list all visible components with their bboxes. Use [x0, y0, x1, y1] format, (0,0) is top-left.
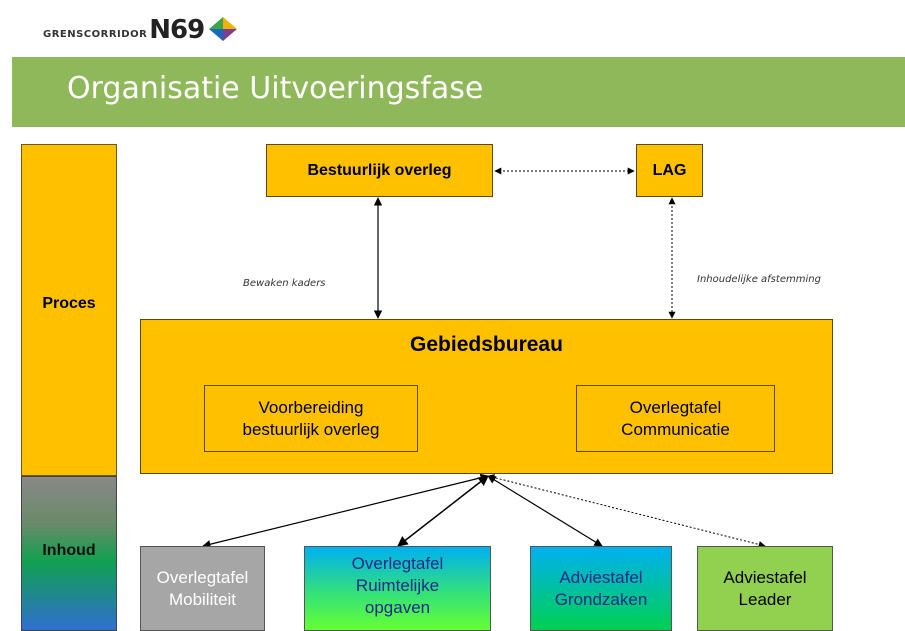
leader-line-1: Adviestafel: [723, 568, 807, 587]
ruimtelijk-line-1: Overlegtafel: [351, 554, 444, 573]
voorbereiding-line-2: bestuurlijk overleg: [242, 419, 380, 439]
connector-to-grondzaken: [487, 475, 603, 547]
connector-to-ruimtelijk: [397, 475, 489, 547]
node-communicatie: Overlegtafel Communicatie: [576, 385, 775, 452]
logo-text-big: N69: [149, 15, 205, 45]
grondzaken-line-2: Grondzaken: [554, 590, 648, 609]
ruimtelijk-line-3: opgaven: [364, 598, 431, 617]
edge-label-inhoudelijk: Inhoudelijke afstemming: [697, 274, 821, 285]
connector-to-mobiliteit: [202, 473, 489, 549]
node-grondzaken: Adviestafel Grondzaken: [530, 546, 672, 631]
communicatie-line-2: Communicatie: [621, 419, 730, 439]
mobiliteit-line-1: Overlegtafel: [156, 568, 249, 587]
node-bestuurlijk-label: Bestuurlijk overleg: [307, 161, 452, 179]
inhoud-label: Inhoud: [42, 542, 96, 559]
title-banner: Organisatie Uitvoeringsfase: [12, 57, 905, 127]
node-ruimtelijk: Overlegtafel Ruimtelijke opgaven: [304, 546, 491, 631]
connector-to-leader: [487, 474, 766, 548]
gebiedsbureau-label: Gebiedsbureau: [410, 333, 563, 356]
mobiliteit-line-2: Mobiliteit: [168, 590, 237, 609]
logo-mark-icon: [209, 17, 238, 41]
grondzaken-line-1: Adviestafel: [559, 568, 643, 587]
ruimtelijk-line-2: Ruimtelijke: [355, 576, 440, 595]
node-leader: Adviestafel Leader: [697, 546, 833, 631]
node-mobiliteit: Overlegtafel Mobiliteit: [140, 546, 265, 631]
leader-line-2: Leader: [738, 590, 792, 609]
node-lag-label: LAG: [652, 161, 687, 179]
logo: GRENSCORRIDOR N69: [43, 10, 239, 50]
logo-text-small: GRENSCORRIDOR: [43, 28, 148, 40]
page-title: Organisatie Uitvoeringsfase: [67, 71, 484, 106]
voorbereiding-line-1: Voorbereiding: [258, 397, 364, 417]
edge-label-bewaken: Bewaken kaders: [243, 278, 326, 289]
communicatie-line-1: Overlegtafel: [629, 397, 722, 417]
node-voorbereiding: Voorbereiding bestuurlijk overleg: [204, 385, 418, 452]
proces-column: Proces: [21, 144, 117, 476]
node-lag: LAG: [636, 144, 703, 197]
node-bestuurlijk-overleg: Bestuurlijk overleg: [266, 144, 493, 197]
proces-label: Proces: [42, 295, 96, 312]
